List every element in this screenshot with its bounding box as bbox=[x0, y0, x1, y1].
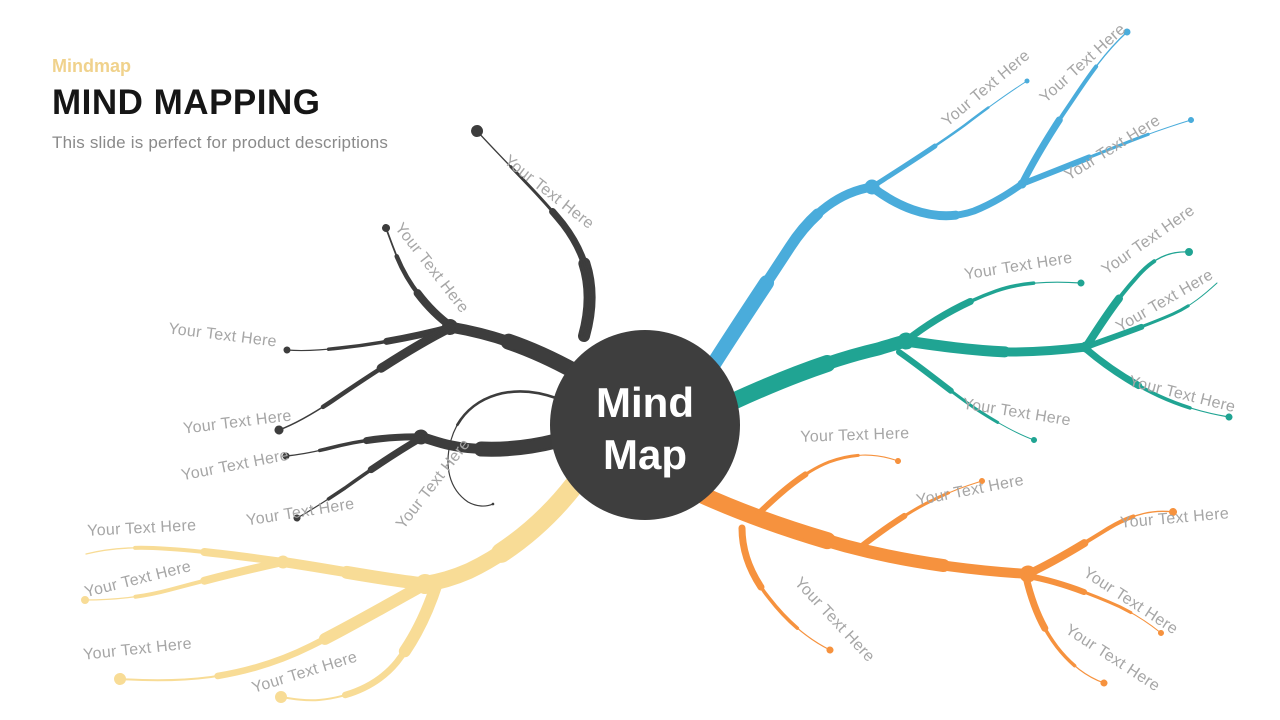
dark-limb-top bbox=[476, 130, 591, 337]
teal-limb-downright bbox=[1085, 348, 1230, 418]
teal-limb-downleft bbox=[898, 351, 1035, 441]
dark-trunk-lower bbox=[416, 432, 561, 455]
yellow-limb-bottom bbox=[277, 579, 441, 704]
yellow-trunk bbox=[417, 476, 583, 592]
orange-twig-up1 bbox=[755, 454, 899, 517]
yellow-limb-lower bbox=[119, 583, 426, 682]
blue-limb-up bbox=[1021, 31, 1128, 185]
branch-label: Your Text Here bbox=[1113, 266, 1216, 335]
branch-label: Your Text Here bbox=[963, 250, 1073, 284]
page-title: MIND MAPPING bbox=[52, 82, 321, 122]
dark-limb-top bbox=[473, 127, 594, 340]
teal-limb-upright bbox=[1085, 251, 1190, 348]
branch-dark bbox=[274, 125, 596, 522]
dark-limb-downleft2 bbox=[285, 436, 422, 457]
blue-trunk bbox=[705, 179, 880, 373]
branch-label: Your Text Here bbox=[82, 635, 192, 663]
branch-yellow bbox=[81, 474, 585, 707]
yellow-limb-a bbox=[85, 547, 284, 563]
blue-trunk bbox=[708, 182, 877, 370]
orange-limb-up bbox=[1027, 510, 1174, 575]
branch-label: Your Text Here bbox=[791, 574, 878, 665]
branch-label: Your Text Here bbox=[1119, 505, 1229, 531]
branch-label: Your Text Here bbox=[1080, 564, 1181, 638]
yellow-limb-lower bbox=[116, 580, 429, 684]
dark-limb-left bbox=[286, 326, 453, 352]
header-block: Mindmap MIND MAPPING This slide is perfe… bbox=[52, 56, 612, 153]
dark-limb-upleft bbox=[385, 227, 453, 328]
center-node bbox=[550, 330, 740, 520]
teal-trunk2 bbox=[901, 336, 1091, 357]
branch-label: Your Text Here bbox=[915, 472, 1025, 510]
blue-limb-right bbox=[1021, 119, 1192, 185]
orange-limb-mid bbox=[1027, 575, 1162, 634]
page-subtitle: This slide is perfect for product descri… bbox=[52, 132, 389, 152]
blue-trunk-dip bbox=[868, 180, 1026, 220]
dark-limb-downleft1 bbox=[278, 327, 451, 431]
branch-label: Your Text Here bbox=[245, 496, 355, 530]
dark-limb-downleft3 bbox=[296, 437, 422, 519]
orange-twig-up1 bbox=[754, 453, 900, 518]
branch-label: Your Text Here bbox=[1037, 21, 1129, 107]
branch-label: Your Text Here bbox=[800, 425, 910, 446]
branch-label: Your Text Here bbox=[1127, 373, 1237, 416]
teal-limb-upleft bbox=[905, 281, 1082, 342]
branch-label: Your Text Here bbox=[1062, 621, 1163, 695]
dark-limb-thin-s bbox=[447, 390, 557, 507]
branch-label: Your Text Here bbox=[939, 47, 1034, 130]
orange-twig-down bbox=[741, 527, 831, 651]
orange-twig-up2 bbox=[857, 480, 983, 550]
teal-limb-upleft bbox=[904, 280, 1083, 343]
branch-label: Your Text Here bbox=[182, 407, 292, 437]
branch-label: Your Text Here bbox=[87, 517, 197, 540]
branch-label: Your Text Here bbox=[961, 396, 1071, 430]
dark-trunk-upper bbox=[444, 321, 582, 378]
blue-limb-left bbox=[871, 80, 1028, 188]
branch-label: Your Text Here bbox=[501, 152, 597, 233]
yellow-limb-upper bbox=[278, 557, 430, 589]
branch-label: Your Text Here bbox=[250, 649, 359, 697]
branch-label: Your Text Here bbox=[167, 320, 277, 350]
branch-label: Your Text Here bbox=[180, 447, 290, 485]
teal-trunk bbox=[727, 334, 913, 408]
orange-trunk bbox=[695, 489, 1033, 579]
branch-blue bbox=[705, 28, 1194, 373]
orange-limb-low bbox=[1025, 576, 1105, 684]
kicker-label: Mindmap bbox=[52, 56, 131, 76]
branch-orange bbox=[691, 452, 1177, 687]
teal-limb-right bbox=[1085, 282, 1218, 348]
branch-label: Your Text Here bbox=[1062, 112, 1164, 184]
yellow-limb-lower bbox=[114, 578, 431, 687]
branch-teal bbox=[725, 247, 1233, 443]
yellow-limb-b bbox=[84, 561, 284, 601]
yellow-limb-bottom bbox=[280, 582, 438, 702]
